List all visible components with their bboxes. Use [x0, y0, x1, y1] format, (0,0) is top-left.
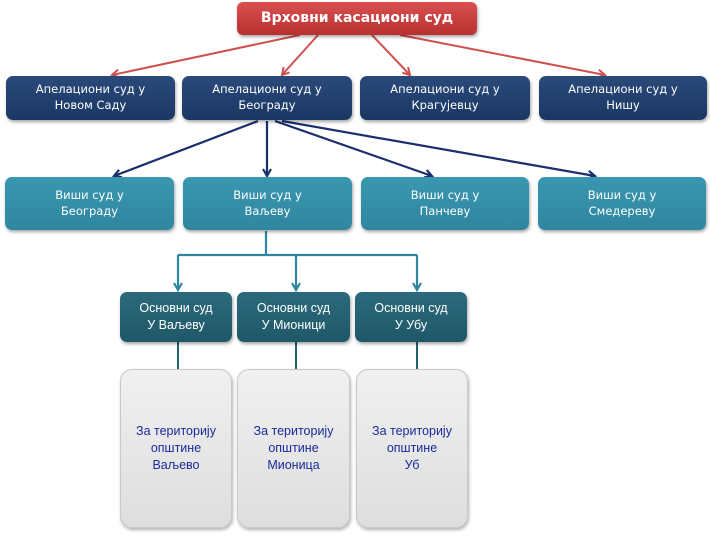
arrow-appellate-to-higher-belgrade	[114, 119, 259, 176]
basic-court-ub[interactable]: Основни суд У Убу	[355, 292, 467, 342]
node-label-line1: Основни суд	[139, 301, 213, 316]
node-label-line3: Мионица	[267, 457, 320, 472]
node-label-line1: Основни суд	[374, 301, 448, 316]
node-label-line1: Виши суд у	[55, 187, 124, 202]
node-label-line2: општине	[386, 441, 438, 456]
node-label-line1: Виши суд у	[410, 187, 480, 202]
node-label-line3: Уб	[404, 457, 420, 472]
node-label-line2: У Ваљеву	[147, 318, 205, 332]
node-label-line1: Апелациони суд у	[390, 82, 500, 97]
node-label-line2: Смедереву	[588, 203, 656, 218]
arrow-supreme-to-belgrade	[282, 34, 319, 75]
node-label-line1: Виши суд у	[233, 187, 302, 202]
arrow-supreme-to-kragujevac	[371, 34, 410, 75]
node-label-line2: Београду	[238, 98, 296, 112]
node-label-line2: Новом Саду	[54, 98, 127, 112]
arrow-supreme-to-nis	[399, 34, 605, 75]
arrow-appellate-to-higher-smederevo	[281, 119, 595, 176]
node-label-line2: Крагујевцу	[411, 98, 479, 112]
node-label-line2: Ваљеву	[244, 203, 291, 218]
node-label-line1: Основни суд	[256, 301, 331, 316]
node-label-line2: У Убу	[394, 318, 428, 332]
node-label-line1: За територију	[253, 424, 334, 439]
supreme-court-node[interactable]: Врховни касациони суд	[237, 2, 477, 35]
node-label-line1: За територију	[372, 424, 452, 439]
node-label-line2: општине	[150, 441, 202, 456]
basic-court-mionica[interactable]: Основни суд У Мионици	[237, 292, 350, 342]
node-label-line1: Виши суд у	[587, 187, 657, 202]
node-label-line3: Ваљево	[152, 457, 200, 472]
node-label-line2: Београду	[60, 203, 119, 218]
node-label-line2: Нишу	[606, 98, 640, 112]
node-label-line1: За територију	[136, 424, 216, 439]
arrow-supreme-to-novi-sad	[112, 34, 301, 75]
node-label-line2: У Мионици	[261, 318, 326, 332]
basic-court-valjevo[interactable]: Основни суд У Ваљеву	[120, 292, 232, 342]
node-label-line1: Апелациони суд у	[568, 82, 678, 97]
node-label-line1: Апелациони суд у	[35, 82, 146, 97]
node-label-line1: Апелациони суд у	[212, 82, 322, 97]
supreme-court-label: Врховни касациони суд	[260, 10, 454, 27]
node-label-line2: Панчеву	[419, 203, 471, 218]
arrow-appellate-to-higher-pancevo	[274, 119, 432, 176]
node-label-line2: општине	[268, 441, 319, 456]
